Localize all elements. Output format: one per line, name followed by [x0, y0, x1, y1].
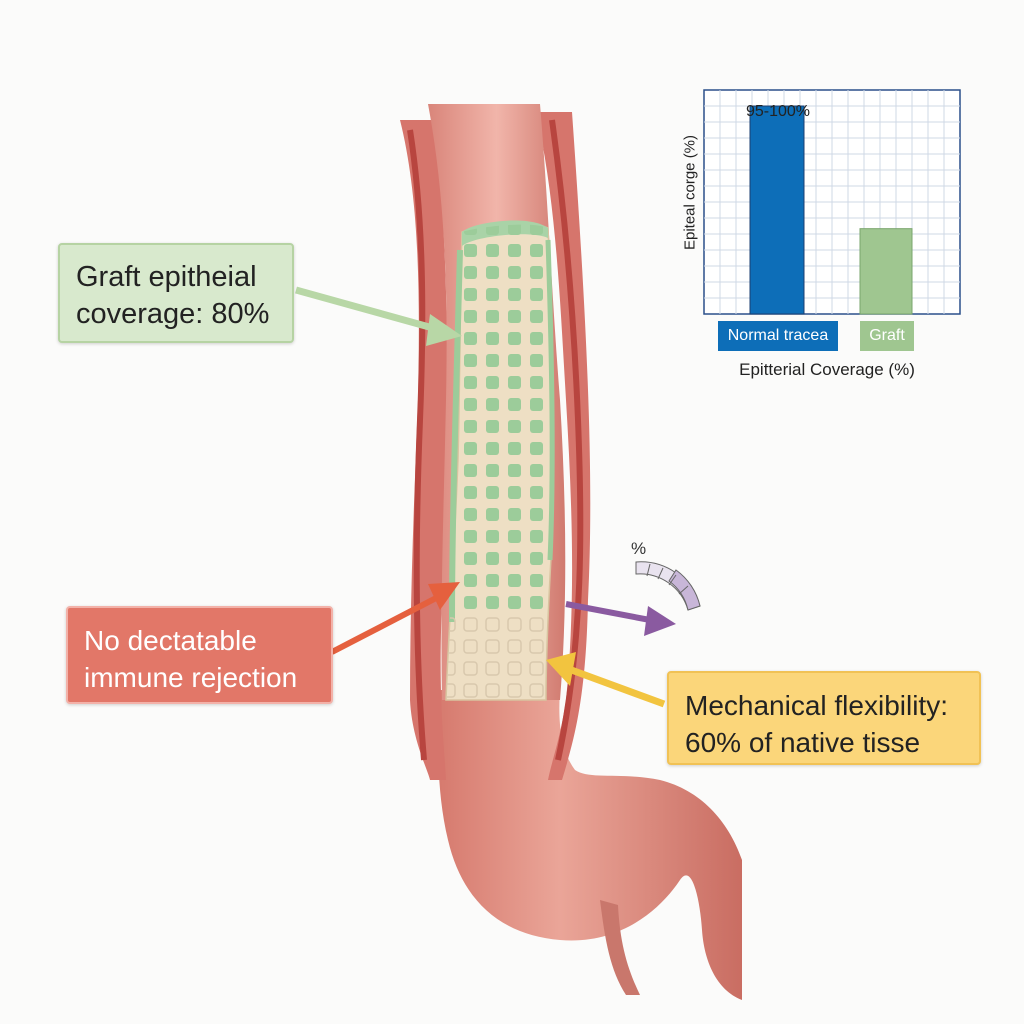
- immune-arrow: [330, 593, 442, 655]
- epithelial-coverage-chart: 95-100% Normal tracea Graft Epitterial C…: [676, 88, 976, 388]
- gauge-percent-label: %: [631, 539, 647, 558]
- category-label-normal: Normal tracea: [718, 321, 838, 351]
- category-label-graft: Graft: [860, 321, 914, 351]
- chart-y-axis-label: Epiteal corge (%): [681, 134, 699, 251]
- flexibility-gauge: [635, 561, 701, 611]
- trachea-left-wall: [400, 120, 448, 780]
- gauge-arrow: [565, 601, 651, 623]
- graft-callout-line1: Graft epitheial: [76, 261, 257, 293]
- immune-rejection-callout: No dectatable immune rejection: [66, 606, 333, 704]
- lower-tube: [437, 690, 742, 1000]
- graft-coverage-callout: Graft epitheial coverage: 80%: [58, 243, 294, 343]
- immune-callout-line1: No dectatable: [84, 625, 257, 656]
- chart-x-axis-label: Epitterial Coverage (%): [739, 360, 915, 379]
- immune-callout-line2: immune rejection: [84, 662, 298, 693]
- flex-callout-line2: 60% of native tisse: [685, 727, 921, 758]
- flex-callout-line1: Mechanical flexibility:: [685, 690, 948, 721]
- graft-callout-line2: coverage: 80%: [76, 298, 270, 330]
- flex-arrow: [564, 664, 666, 708]
- chart-plot-area: [703, 89, 961, 315]
- graft-arrow: [295, 286, 441, 334]
- bar-graft: [859, 228, 913, 315]
- bar-value-label-normal: 95-100%: [745, 103, 811, 120]
- bar-normal-tracea: [749, 105, 805, 315]
- mechanical-flexibility-callout: Mechanical flexibility: 60% of native ti…: [667, 671, 981, 765]
